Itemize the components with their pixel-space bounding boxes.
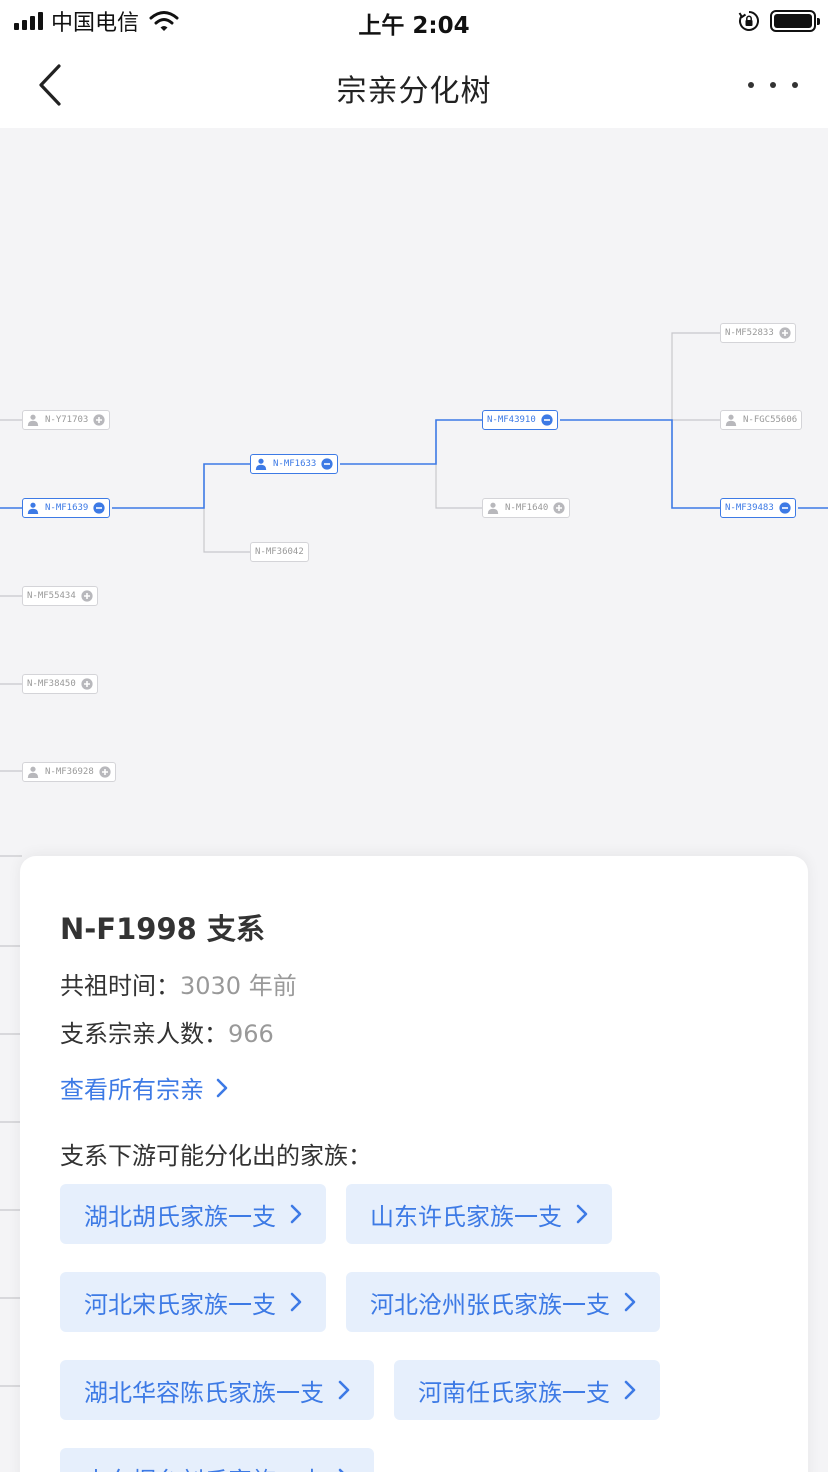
tree-node-label: N-MF1640: [505, 503, 549, 513]
member-count-row: 支系宗亲人数：966: [60, 1014, 274, 1049]
common-ancestor-value: 3030 年前: [180, 972, 297, 1000]
more-icon: [748, 82, 754, 88]
family-chip[interactable]: 河南任氏家族一支: [394, 1360, 660, 1420]
family-chip[interactable]: 山东烟台刘氏家族一支: [60, 1448, 374, 1472]
tree-node-label: N-MF43910: [487, 415, 536, 425]
carrier-group: 中国电信: [14, 8, 179, 36]
family-chip-label: 湖北胡氏家族一支: [84, 1202, 276, 1231]
person-icon: [27, 766, 39, 778]
back-button[interactable]: [30, 62, 70, 108]
collapse-icon[interactable]: [541, 414, 553, 426]
view-all-members-link[interactable]: 查看所有宗亲: [60, 1070, 228, 1105]
chevron-right-icon: [290, 1292, 302, 1312]
member-count-value: 966: [228, 1020, 274, 1048]
chevron-right-icon: [338, 1468, 344, 1472]
carrier-name: 中国电信: [51, 11, 140, 36]
page-title: 宗亲分化树: [336, 74, 492, 109]
family-chip[interactable]: 河北宋氏家族一支: [60, 1272, 326, 1332]
expand-icon[interactable]: [99, 766, 111, 778]
tree-node-label: N-Y71703: [45, 415, 89, 425]
back-icon: [39, 64, 61, 106]
family-list: 湖北胡氏家族一支 山东许氏家族一支河北宋氏家族一支 河北沧州张氏家族一支湖北华容陈氏…: [60, 1184, 780, 1472]
person-icon: [487, 502, 499, 514]
person-icon: [725, 414, 737, 426]
tree-node[interactable]: N-MF55434: [22, 586, 98, 606]
tree-node[interactable]: N-MF1640: [482, 498, 571, 518]
expand-icon[interactable]: [81, 678, 93, 690]
common-ancestor-row: 共祖时间：3030 年前: [60, 966, 297, 1001]
collapse-icon[interactable]: [779, 502, 791, 514]
branch-title: N-F1998 支系: [60, 912, 265, 946]
tree-node[interactable]: N-MF39483: [720, 498, 796, 518]
family-chip-label: 山东许氏家族一支: [370, 1202, 562, 1231]
tree-node[interactable]: N-FGC55606: [720, 410, 803, 430]
more-button[interactable]: [748, 72, 798, 98]
chevron-right-icon: [624, 1380, 636, 1400]
family-chip-label: 湖北华容陈氏家族一支: [84, 1378, 324, 1407]
tree-node-label: N-MF38450: [27, 679, 76, 689]
branch-info-card: N-F1998 支系 共祖时间：3030 年前 支系宗亲人数：966 查看所有宗…: [20, 856, 808, 1472]
tree-node-label: N-MF36928: [45, 767, 94, 777]
status-time: 上午 2:04: [358, 13, 470, 39]
common-ancestor-label: 共祖时间：: [60, 972, 180, 1000]
expand-icon[interactable]: [553, 502, 565, 514]
family-chip[interactable]: 湖北华容陈氏家族一支: [60, 1360, 374, 1420]
tree-node[interactable]: N-MF1633: [250, 454, 339, 474]
chevron-right-icon: [576, 1204, 588, 1224]
person-icon: [27, 414, 39, 426]
expand-icon[interactable]: [81, 590, 93, 602]
tree-node-label: N-MF1639: [45, 503, 89, 513]
collapse-icon[interactable]: [93, 502, 105, 514]
chevron-right-icon: [624, 1292, 636, 1312]
family-chip-label: 河北沧州张氏家族一支: [370, 1290, 610, 1319]
status-bar: 中国电信 上午 2:04: [0, 0, 828, 42]
family-chip[interactable]: 湖北胡氏家族一支: [60, 1184, 326, 1244]
tree-node-label: N-MF39483: [725, 503, 774, 513]
collapse-icon[interactable]: [321, 458, 333, 470]
family-chip[interactable]: 山东许氏家族一支: [346, 1184, 612, 1244]
expand-icon[interactable]: [93, 414, 105, 426]
chevron-right-icon: [216, 1078, 228, 1097]
view-all-label: 查看所有宗亲: [60, 1076, 204, 1104]
tree-node-label: N-MF52833: [725, 328, 774, 338]
tree-node[interactable]: N-MF52833: [720, 323, 796, 343]
member-count-label: 支系宗亲人数：: [60, 1020, 228, 1048]
tree-node[interactable]: N-MF36928: [22, 762, 116, 782]
families-section-label: 支系下游可能分化出的家族：: [60, 1142, 372, 1170]
tree-connectors: [0, 332, 828, 1387]
tree-node[interactable]: N-Y71703: [22, 410, 111, 430]
rotation-lock-icon: [738, 11, 759, 31]
tree-node-label: N-MF36042: [255, 547, 304, 557]
expand-icon[interactable]: [779, 327, 791, 339]
tree-node[interactable]: N-MF1639: [22, 498, 111, 518]
nav-bar: 宗亲分化树: [0, 42, 828, 128]
tree-node[interactable]: N-MF36042: [250, 542, 309, 562]
tree-node-label: N-MF55434: [27, 591, 76, 601]
chevron-right-icon: [290, 1204, 302, 1224]
chevron-right-icon: [338, 1380, 350, 1400]
family-chip-label: 河北宋氏家族一支: [84, 1290, 276, 1319]
family-chip[interactable]: 河北沧州张氏家族一支: [346, 1272, 660, 1332]
person-icon: [255, 458, 267, 470]
person-icon: [27, 502, 39, 514]
wifi-icon: [149, 11, 179, 31]
tree-node-label: N-MF1633: [273, 459, 317, 469]
battery-icon: [770, 10, 820, 32]
right-status: [738, 8, 820, 34]
tree-node-label: N-FGC55606: [743, 415, 798, 425]
family-chip-label: 河南任氏家族一支: [418, 1378, 610, 1407]
signal-icon: [14, 12, 43, 30]
tree-node[interactable]: N-MF43910: [482, 410, 558, 430]
tree-node[interactable]: N-MF38450: [22, 674, 98, 694]
family-chip-label: 山东烟台刘氏家族一支: [84, 1461, 324, 1472]
